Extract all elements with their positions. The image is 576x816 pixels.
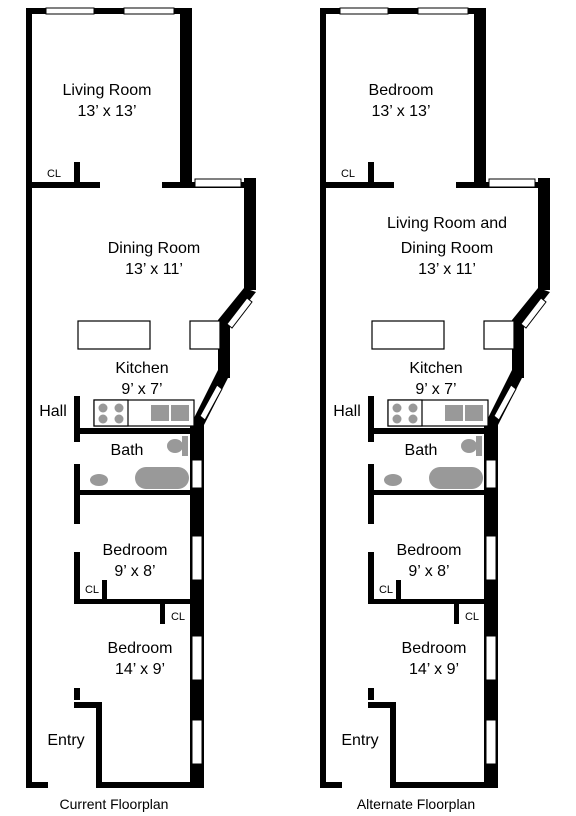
kitchen-name: Kitchen (115, 360, 168, 377)
hall-label: Hall (333, 403, 361, 420)
bedroom-large-name: Bedroom (108, 640, 173, 657)
dining-room-name: Dining Room (108, 240, 200, 257)
living-room-size: 13’ x 13’ (78, 103, 137, 120)
dining-room-size: 13’ x 11’ (125, 261, 183, 278)
bedroom-small-name: Bedroom (397, 542, 462, 559)
hall-label: Hall (39, 403, 67, 420)
bath-label: Bath (405, 442, 438, 459)
kitchen-size: 9’ x 7’ (121, 381, 162, 398)
closet-label: CL (85, 584, 99, 596)
closet-label: CL (171, 611, 185, 623)
bedroom-small-size: 9’ x 8’ (114, 563, 155, 580)
bedroom-large-size: 14’ x 9’ (409, 661, 459, 678)
bedroom-small-size: 9’ x 8’ (408, 563, 449, 580)
plan-caption: Current Floorplan (60, 796, 169, 812)
closet-label: CL (379, 584, 393, 596)
bedroom-front-size: 13’ x 13’ (372, 103, 431, 120)
kitchen-name: Kitchen (409, 360, 462, 377)
closet-label: CL (341, 168, 355, 180)
bedroom-large-size: 14’ x 9’ (115, 661, 165, 678)
bedroom-small-name: Bedroom (103, 542, 168, 559)
entry-label: Entry (341, 732, 378, 749)
bath-label: Bath (111, 442, 144, 459)
bedroom-front-name: Bedroom (369, 82, 434, 99)
current-floorplan: Living Room 13’ x 13’ CL Dining Room 13’… (25, 7, 257, 812)
closet-label: CL (47, 168, 61, 180)
alternate-floorplan: Bedroom 13’ x 13’ CL Living Room and Din… (319, 7, 551, 812)
living-dining-name-line2: Dining Room (401, 240, 493, 257)
kitchen-size: 9’ x 7’ (415, 381, 456, 398)
closet-label: CL (465, 611, 479, 623)
plan-caption: Alternate Floorplan (357, 796, 475, 812)
living-room-name: Living Room (63, 82, 152, 99)
bedroom-large-name: Bedroom (402, 640, 467, 657)
living-dining-name-line1: Living Room and (387, 215, 507, 232)
entry-label: Entry (47, 732, 84, 749)
living-dining-size: 13’ x 11’ (418, 261, 476, 278)
